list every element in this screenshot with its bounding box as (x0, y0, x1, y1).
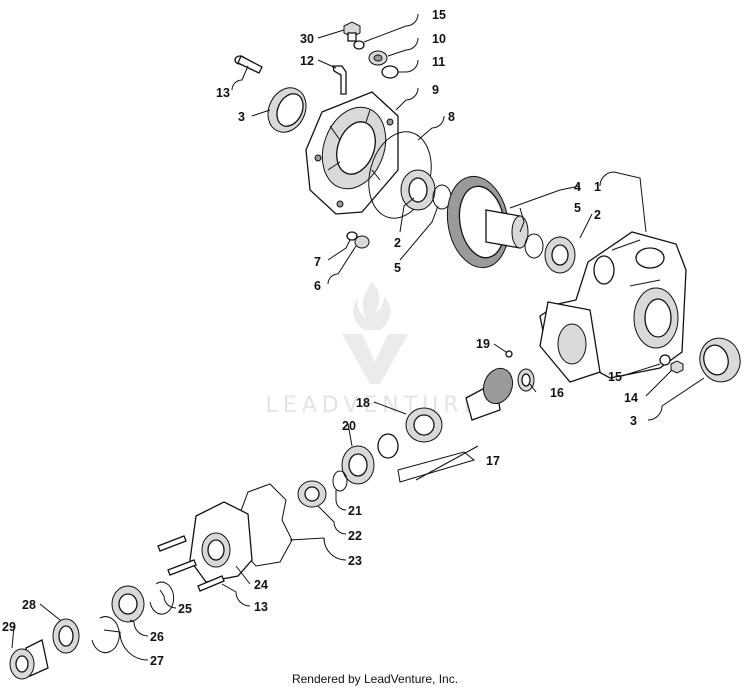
callout-26: 26 (150, 630, 164, 644)
part-3-seal-right (699, 337, 741, 383)
part-6-drain-plug (354, 235, 370, 249)
callout-24: 24 (254, 578, 268, 592)
part-14-bolt-right (670, 360, 684, 374)
part-17-pinion-gear (465, 367, 514, 421)
callout-8: 8 (448, 110, 455, 124)
callout-22: 22 (348, 529, 362, 543)
part-27-snap-ring (91, 616, 120, 654)
callout-15: 15 (432, 8, 446, 22)
callout-6: 6 (314, 279, 321, 293)
part-2-bearing-upper (400, 169, 436, 211)
part-26-bearing (111, 585, 145, 623)
watermark-flame-icon (353, 282, 391, 330)
callout-2: 2 (394, 236, 401, 250)
callout-23: 23 (348, 554, 362, 568)
part-4-ring-gear (446, 175, 529, 269)
callout-2: 2 (594, 208, 601, 222)
part-17-spacer (377, 433, 399, 459)
callout-labels: 30 15 10 12 11 13 9 3 8 4 1 5 2 2 7 5 6 … (2, 8, 638, 668)
callout-12: 12 (300, 54, 314, 68)
part-15-washer-top (353, 40, 365, 50)
callout-11: 11 (432, 55, 445, 69)
callout-17: 17 (486, 454, 500, 468)
callout-15: 15 (608, 370, 622, 384)
part-11-o-ring (381, 65, 399, 79)
callout-1: 1 (594, 180, 601, 194)
part-30-bolt (343, 21, 361, 42)
callout-19: 19 (476, 337, 490, 351)
callout-29: 29 (2, 620, 16, 634)
callout-5: 5 (574, 201, 581, 215)
callout-13: 13 (216, 86, 230, 100)
leader-lines (11, 13, 705, 661)
part-22-collar (297, 480, 327, 508)
part-21-shim (332, 470, 348, 492)
part-25-snap-ring (149, 581, 175, 615)
part-15-washer-right (659, 354, 671, 366)
callout-30: 30 (300, 32, 314, 46)
callout-18: 18 (356, 396, 370, 410)
callout-9: 9 (432, 83, 439, 97)
part-28-seal (52, 618, 80, 654)
callout-10: 10 (432, 32, 446, 46)
callout-28: 28 (22, 598, 36, 612)
part-10-plug (368, 50, 388, 66)
part-29-coupler (9, 639, 49, 680)
part-16-pilot-bearing (517, 368, 535, 392)
callout-14: 14 (624, 391, 638, 405)
part-13-bolts-lower (157, 535, 225, 592)
part-2-bearing-lower (544, 236, 576, 274)
watermark: LEADVENTURE (266, 282, 483, 418)
part-7-washer (346, 231, 358, 241)
callout-13: 13 (254, 600, 268, 614)
watermark-v-icon (342, 334, 408, 384)
watermark-text: LEADVENTURE (266, 393, 483, 418)
callout-25: 25 (178, 602, 192, 616)
part-1-gear-case-housing (539, 231, 687, 383)
callout-27: 27 (150, 654, 164, 668)
callout-3: 3 (630, 414, 637, 428)
callout-21: 21 (348, 504, 362, 518)
part-18-bearing (405, 407, 443, 443)
part-19-pin (505, 350, 513, 358)
callout-7: 7 (314, 255, 321, 269)
footer-credit: Rendered by LeadVenture, Inc. (291, 672, 459, 686)
part-9-gear-case-cover (305, 91, 399, 215)
part-12-vent-fitting (332, 65, 347, 95)
part-20-bearing (341, 445, 375, 485)
part-5-shim-lower (524, 233, 544, 259)
part-3-seal-top (267, 87, 307, 133)
callout-20: 20 (342, 419, 356, 433)
callout-3: 3 (238, 110, 245, 124)
callout-16: 16 (550, 386, 564, 400)
part-24-pinion-housing (189, 501, 253, 583)
callout-5: 5 (394, 261, 401, 275)
part-13-bolt-top (234, 55, 263, 74)
callout-4: 4 (574, 180, 581, 194)
